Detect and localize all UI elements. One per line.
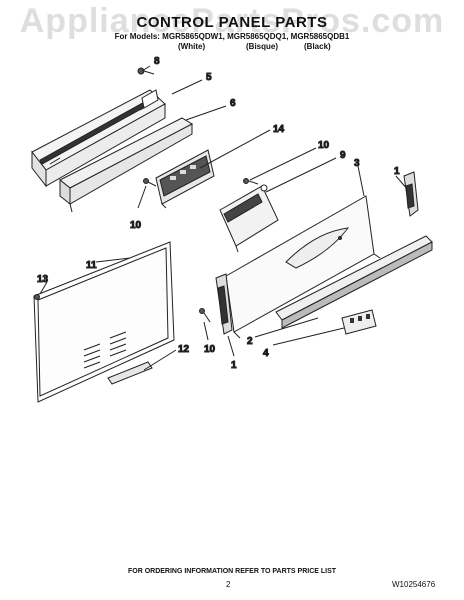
callout-10-lower: 10 — [204, 344, 216, 355]
callout-10-left: 10 — [130, 220, 142, 231]
part-13-screw — [34, 294, 40, 300]
page-number: 2 — [226, 580, 231, 589]
callout-4: 4 — [263, 348, 269, 359]
part-8-screw — [137, 67, 155, 75]
part-5-upper-bracket — [31, 89, 166, 188]
callout-1-right: 1 — [394, 166, 400, 177]
callout-2: 2 — [247, 336, 253, 347]
part-1-end-cap-left — [215, 273, 233, 335]
callout-labels: 8 5 6 14 10 9 3 1 10 11 13 12 2 4 10 1 — [37, 56, 401, 372]
callout-14: 14 — [273, 124, 285, 135]
part-11-rear-panel — [33, 241, 175, 403]
part-2-lower-trim — [275, 235, 433, 329]
model-list: For Models: MGR5865QDW1, MGR5865QDQ1, MG… — [114, 32, 350, 41]
callout-3: 3 — [354, 158, 360, 169]
callout-1-left: 1 — [231, 360, 237, 371]
part-1-end-cap-right — [403, 171, 419, 217]
ordering-note: FOR ORDERING INFORMATION REFER TO PARTS … — [127, 568, 337, 575]
part-14-control-board — [155, 149, 215, 209]
callout-6: 6 — [230, 98, 236, 109]
color-label-bisque: (Bisque) — [246, 42, 278, 51]
leader-lines — [39, 65, 409, 371]
page-title: CONTROL PANEL PARTS — [136, 14, 328, 31]
part-10-screw-lower — [199, 308, 211, 323]
color-label-black: (Black) — [304, 42, 331, 51]
color-label-white: (White) — [178, 42, 206, 51]
part-6-trim-strip — [59, 117, 194, 213]
callout-5: 5 — [206, 72, 212, 83]
callout-11: 11 — [86, 260, 97, 271]
callout-12: 12 — [178, 344, 190, 355]
part-10-screw-left — [143, 178, 157, 187]
part-10-screw-top — [243, 178, 259, 185]
callout-9: 9 — [340, 150, 346, 161]
part-9-display-bracket — [219, 184, 279, 253]
callout-10-top: 10 — [318, 140, 330, 151]
part-4-connector — [341, 309, 377, 335]
callout-8: 8 — [154, 56, 160, 67]
document-number: W10254676 — [392, 580, 436, 589]
part-12-foam-strip — [107, 361, 153, 385]
callout-13: 13 — [37, 274, 49, 285]
part-3-control-panel — [225, 195, 381, 339]
